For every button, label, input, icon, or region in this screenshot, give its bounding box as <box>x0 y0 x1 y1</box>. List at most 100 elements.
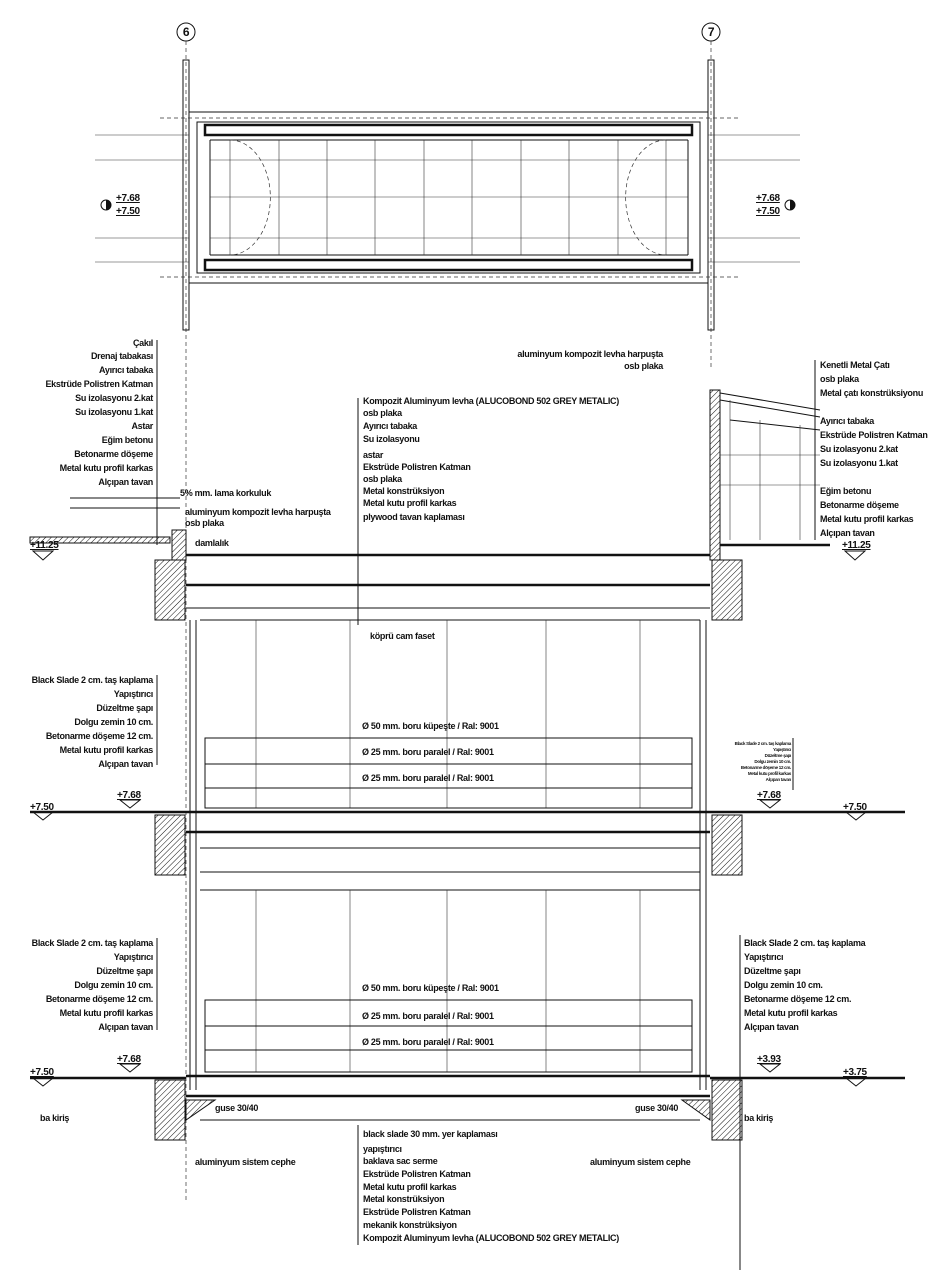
layer-label: Yapıştırıcı <box>744 952 783 962</box>
railing-label: 5% mm. lama korkuluk <box>180 488 272 498</box>
layer-label: Su izolasyonu 2.kat <box>820 444 898 454</box>
layer-label: Alçıpan tavan <box>98 477 153 487</box>
layer-label: osb plaka <box>363 408 403 418</box>
layer-label: Metal kutu profil karkas <box>60 463 154 473</box>
bridge-plan: +7.68 +7.50 +7.68 +7.50 <box>95 59 800 331</box>
roof-layer-labels-left: Çakıl Drenaj tabakası Ayırıcı tabaka Eks… <box>45 338 158 545</box>
layer-label: Su izolasyonu <box>363 434 420 444</box>
rail-label: Ø 25 mm. boru paralel / Ral: 9001 <box>362 773 494 783</box>
level-text: +7.68 <box>117 1054 142 1065</box>
bridge-roof-labels: Kompozit Aluminyum levha (ALUCOBOND 502 … <box>363 396 620 522</box>
layer-label: Betonarme döşeme 12 cm. <box>46 731 153 741</box>
drip-label: damlalık <box>195 538 230 548</box>
level-text: +7.68 <box>117 790 142 801</box>
level-text: +7.68 <box>757 790 782 801</box>
handrail-label: Ø 50 mm. boru küpeşte / Ral: 9001 <box>362 721 499 731</box>
layer-label: Alçıpan tavan <box>98 1022 153 1032</box>
layer-label: Metal kutu profil karkas <box>748 771 792 776</box>
section-structure <box>29 389 905 1270</box>
layer-label: Alçıpan tavan <box>766 777 792 782</box>
layer-label: Betonarme döşeme <box>74 449 153 459</box>
layer-label: Betonarme döşeme 12 cm. <box>744 994 851 1004</box>
glass-facet-label: köprü cam faset <box>370 631 435 641</box>
beam-label: ba kiriş <box>744 1113 773 1123</box>
layer-label: Betonarme döşeme 12 cm. <box>741 765 791 770</box>
layer-label: Ayırıcı tabaka <box>99 365 154 375</box>
layer-label: Black Slade 2 cm. taş kaplama <box>32 675 155 685</box>
layer-label: plywood tavan kaplaması <box>363 512 465 522</box>
layer-label: Düzeltme şapı <box>744 966 801 976</box>
right-roof-labels: Kenetli Metal Çatı osb plaka Metal çatı … <box>814 360 928 540</box>
floor-labels-mid-right-small: Black Slade 2 cm. taş kaplama Yapıştırıc… <box>735 738 794 790</box>
axis-marker-6: 6 <box>176 22 196 1200</box>
axis-label: 7 <box>708 25 715 39</box>
layer-label: Metal konstrüksiyon <box>363 1194 444 1204</box>
layer-label: baklava sac serme <box>363 1156 438 1166</box>
layer-label: Su izolasyonu 1.kat <box>820 458 898 468</box>
beam-label: ba kiriş <box>40 1113 69 1123</box>
haunch-label: guse 30/40 <box>635 1103 678 1113</box>
layer-label: Ekstrüde Polistren Katman <box>45 379 153 389</box>
layer-label: Dolgu zemin 10 cm. <box>74 717 153 727</box>
layer-label: Kenetli Metal Çatı <box>820 360 890 370</box>
haunch-label: guse 30/40 <box>215 1103 258 1113</box>
plan-level-right: +7.68 +7.50 <box>756 193 796 217</box>
level-text: +7.50 <box>116 206 141 217</box>
layer-label: Düzeltme şapı <box>96 966 153 976</box>
layer-label: Metal kutu profil karkas <box>363 1182 457 1192</box>
layer-label: Metal kutu profil karkas <box>60 1008 154 1018</box>
level-text: +11.25 <box>842 540 871 551</box>
layer-label: Betonarme döşeme 12 cm. <box>46 994 153 1004</box>
level-text: +7.50 <box>843 802 868 813</box>
level-text: +11.25 <box>30 540 59 551</box>
layer-label: Dolgu zemin 10 cm. <box>754 759 791 764</box>
layer-label: Düzeltme şapı <box>765 753 791 758</box>
layer-label: Metal konstrüksiyon <box>363 486 444 496</box>
railing-labels-mid: Ø 50 mm. boru küpeşte / Ral: 9001 Ø 25 m… <box>362 721 499 783</box>
layer-label: Metal kutu profil karkas <box>60 745 154 755</box>
facade-label: aluminyum sistem cephe <box>195 1157 296 1167</box>
coping-label: aluminyum kompozit levha harpuşta <box>517 349 664 359</box>
level-markers: +11.25 +11.25 +7.50 +7.68 +7.68 +7.50 +7… <box>30 540 872 1087</box>
level-text: +7.50 <box>30 802 55 813</box>
layer-label: astar <box>363 450 384 460</box>
plan-level-left: +7.68 +7.50 <box>100 193 141 217</box>
facade-label: aluminyum sistem cephe <box>590 1157 691 1167</box>
layer-label: Düzeltme şapı <box>96 703 153 713</box>
railing-labels-low: Ø 50 mm. boru küpeşte / Ral: 9001 Ø 25 m… <box>362 983 499 1047</box>
handrail-label: Ø 50 mm. boru küpeşte / Ral: 9001 <box>362 983 499 993</box>
layer-label: mekanik konstrüksiyon <box>363 1220 457 1230</box>
axis-marker-7: 7 <box>701 22 721 370</box>
layer-label: Black Slade 2 cm. taş kaplama <box>735 741 792 746</box>
lower-labels: ba kiriş ba kiriş guse 30/40 guse 30/40 … <box>40 1103 774 1167</box>
layer-label: Astar <box>131 421 153 431</box>
floor-labels-mid-left: Black Slade 2 cm. taş kaplama Yapıştırıc… <box>32 675 158 769</box>
layer-label: Black Slade 2 cm. taş kaplama <box>32 938 155 948</box>
layer-label: Kompozit Aluminyum levha (ALUCOBOND 502 … <box>363 1233 619 1243</box>
layer-label: Eğim betonu <box>820 486 871 496</box>
layer-label: Drenaj tabakası <box>91 351 153 361</box>
layer-label: Su izolasyonu 2.kat <box>75 393 153 403</box>
level-text: +7.50 <box>756 206 781 217</box>
layer-label: Alçıpan tavan <box>744 1022 799 1032</box>
layer-label: Metal kutu profil karkas <box>820 514 914 524</box>
layer-label: Metal çatı konstrüksiyonu <box>820 388 923 398</box>
layer-label: yapıştırıcı <box>363 1144 402 1154</box>
layer-label: Ekstrüde Polistren Katman <box>363 1169 471 1179</box>
layer-label: Eğim betonu <box>102 435 153 445</box>
layer-label: Metal kutu profil karkas <box>744 1008 838 1018</box>
layer-label: Alçıpan tavan <box>820 528 875 538</box>
layer-label: Ekstrüde Polistren Katman <box>820 430 928 440</box>
layer-label: Su izolasyonu 1.kat <box>75 407 153 417</box>
layer-label: Yapıştırıcı <box>114 952 153 962</box>
layer-label: Dolgu zemin 10 cm. <box>744 980 823 990</box>
layer-label: black slade 30 mm. yer kaplaması <box>363 1129 498 1139</box>
bridge-floor-labels: black slade 30 mm. yer kaplaması yapıştı… <box>363 1129 620 1243</box>
rail-label: Ø 25 mm. boru paralel / Ral: 9001 <box>362 747 494 757</box>
level-text: +7.50 <box>30 1067 55 1078</box>
parapet-labels: 5% mm. lama korkuluk aluminyum kompozit … <box>70 488 332 548</box>
layer-label: Black Slade 2 cm. taş kaplama <box>744 938 867 948</box>
layer-label: osb plaka <box>820 374 860 384</box>
osb-label: osb plaka <box>624 361 664 371</box>
layer-label: Metal kutu profil karkas <box>363 498 457 508</box>
